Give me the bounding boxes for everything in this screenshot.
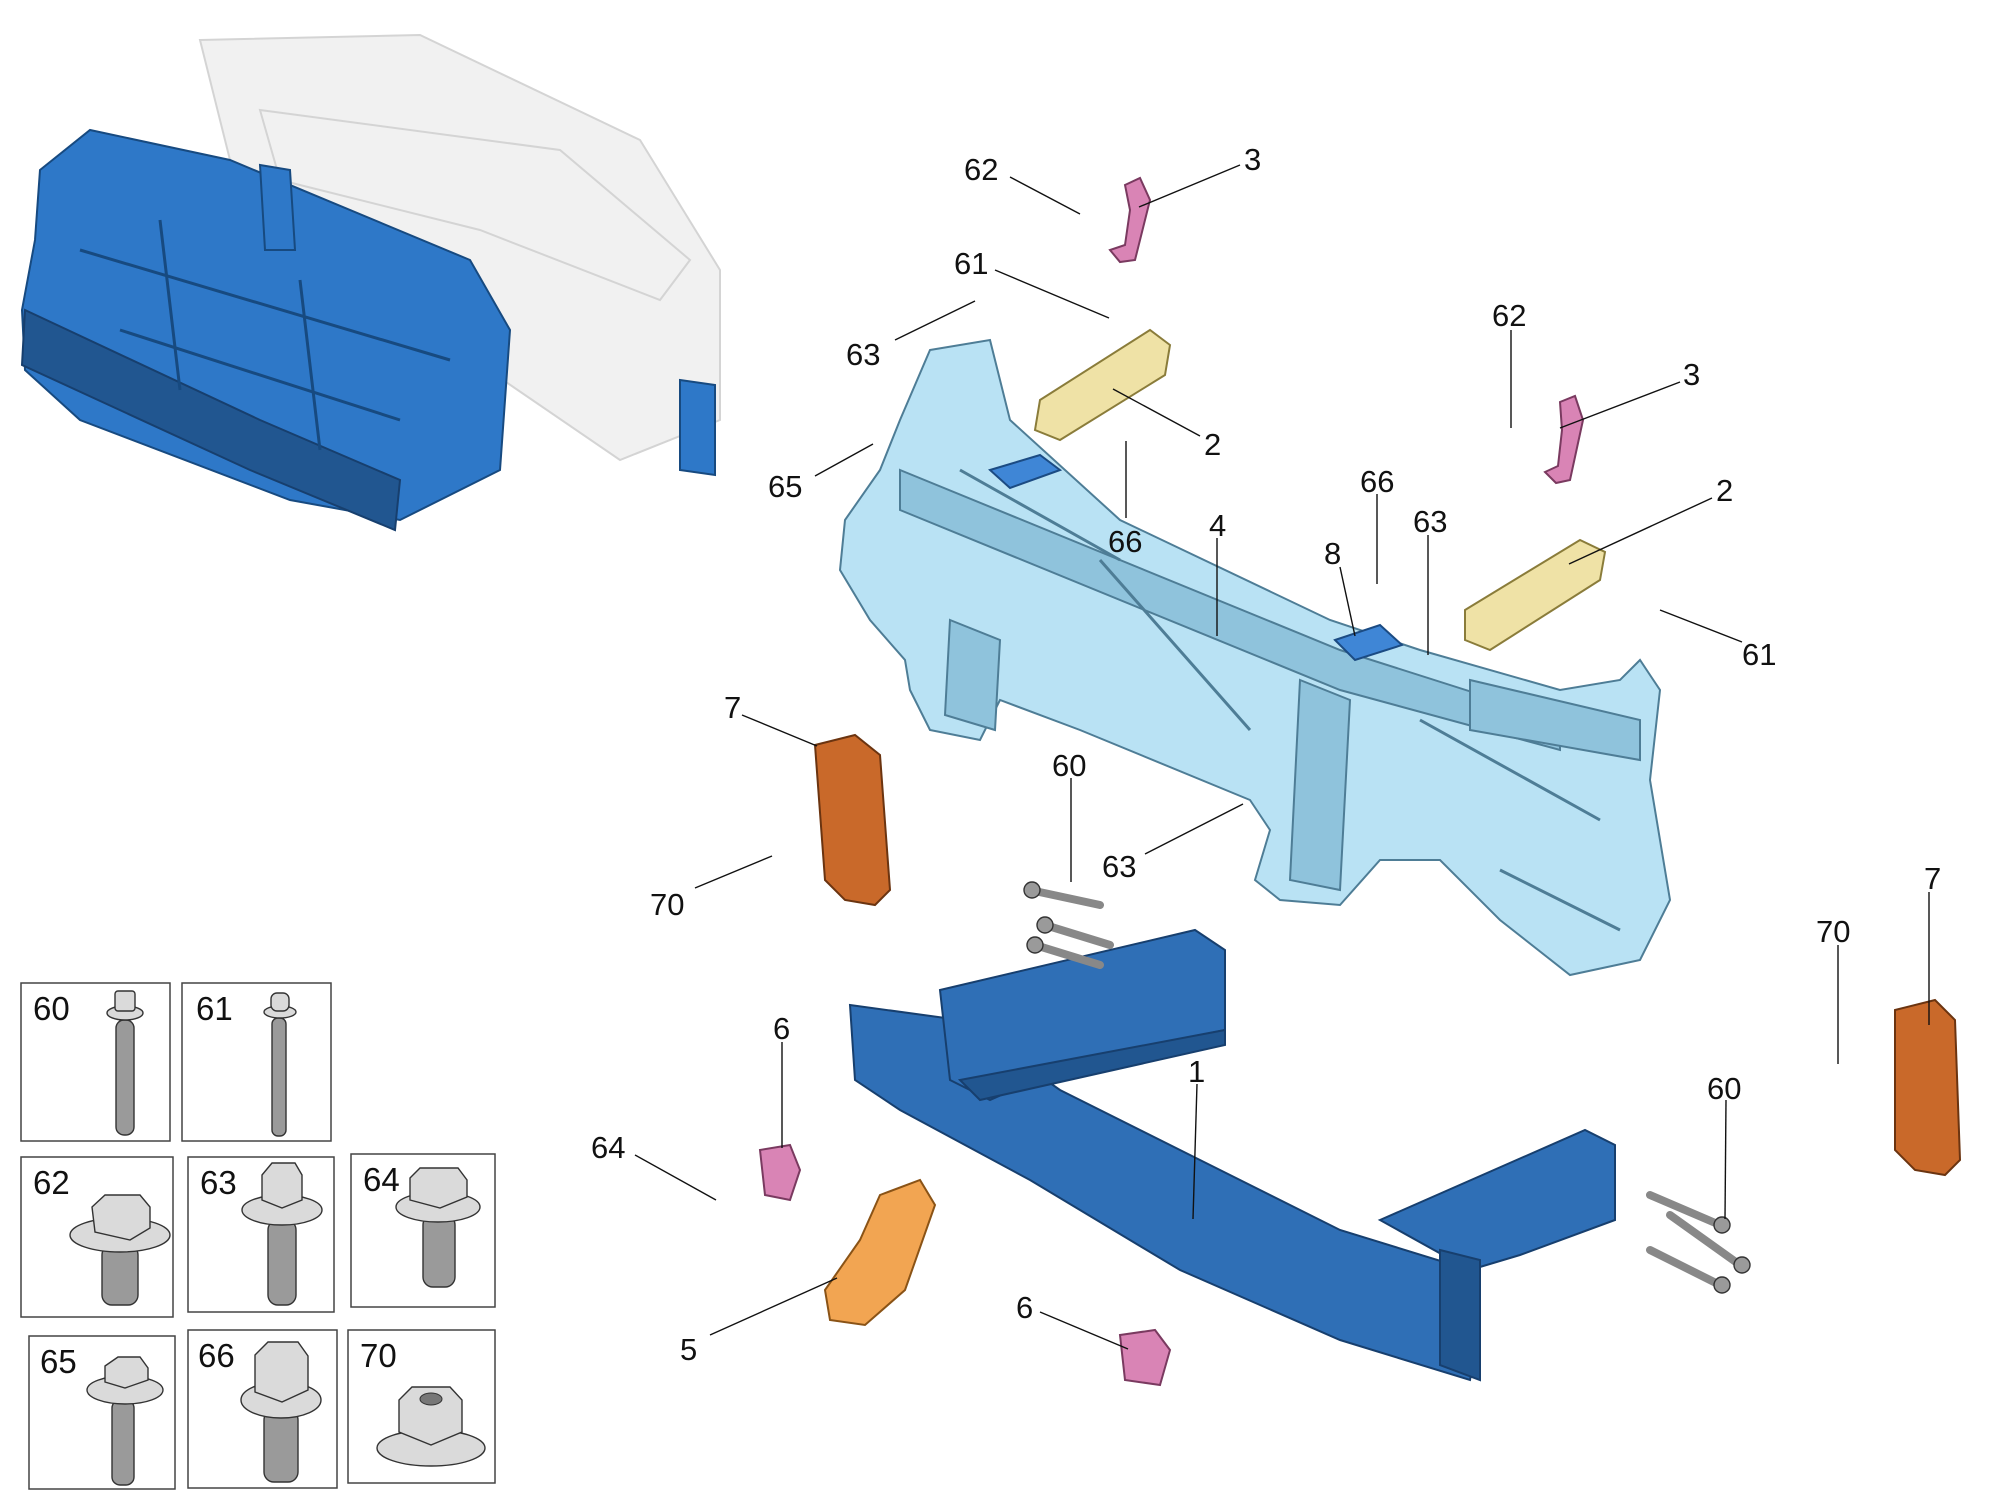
callout-63: 63: [846, 337, 880, 372]
latch-bracket-part-3-right: [1543, 394, 1585, 485]
fastener-inset-65: 65: [28, 1335, 176, 1490]
callout-62: 62: [1492, 298, 1526, 333]
callout-65: 65: [768, 469, 802, 504]
bracket-part-2-right: [1464, 538, 1607, 652]
callout-6: 6: [773, 1011, 790, 1046]
fastener-inset-63: 63: [187, 1156, 335, 1313]
callout-66: 66: [1108, 524, 1142, 559]
latch-bracket-part-3-left: [1108, 176, 1152, 264]
callout-3: 3: [1244, 142, 1261, 177]
callout-6: 6: [1016, 1290, 1033, 1325]
mounting-plate-part-8: [1333, 623, 1404, 662]
callout-3: 3: [1683, 357, 1700, 392]
callout-2: 2: [1716, 473, 1733, 508]
svg-text:62: 62: [33, 1164, 70, 1201]
callout-61: 61: [954, 246, 988, 281]
svg-text:66: 66: [198, 1337, 235, 1374]
callout-63: 63: [1413, 504, 1447, 539]
callout-70: 70: [650, 887, 684, 922]
bracket-part-7-right: [1894, 998, 1962, 1177]
callout-61: 61: [1742, 637, 1776, 672]
callout-60: 60: [1052, 748, 1086, 783]
callout-8: 8: [1324, 536, 1341, 571]
fastener-inset-61: 61: [181, 982, 332, 1142]
callout-labels: 62 3 61 63 2 65 66 62 3 2 66 63 8 4 61 7…: [591, 142, 1941, 1367]
leader-lines: [634, 164, 1930, 1350]
callout-66: 66: [1360, 464, 1394, 499]
svg-text:64: 64: [363, 1161, 400, 1198]
callout-7: 7: [1924, 861, 1941, 896]
bracket-part-6-upper: [758, 1143, 802, 1202]
bracket-part-5: [823, 1178, 937, 1327]
callout-64: 64: [591, 1130, 625, 1165]
fastener-inset-66: 66: [187, 1329, 338, 1489]
fastener-inset-70: 70: [347, 1329, 496, 1484]
bolts-part-60: [1023, 881, 1751, 1294]
bumper-beam-part-1: [848, 928, 1616, 1382]
callout-62: 62: [964, 152, 998, 187]
svg-text:60: 60: [33, 990, 70, 1027]
bracket-part-6-lower: [1118, 1328, 1172, 1387]
bracket-part-2-left: [1033, 328, 1172, 442]
svg-text:70: 70: [360, 1337, 397, 1374]
fastener-inset-62: 62: [20, 1156, 174, 1318]
callout-63: 63: [1102, 849, 1136, 884]
fastener-inset-64: 64: [350, 1153, 496, 1308]
svg-text:61: 61: [196, 990, 233, 1027]
fastener-inset-60: 60: [20, 982, 171, 1142]
callout-60: 60: [1707, 1071, 1741, 1106]
callout-70: 70: [1816, 914, 1850, 949]
vehicle-overview-thumbnail: [20, 33, 721, 532]
front-end-carrier-frame: [838, 338, 1672, 977]
svg-text:65: 65: [40, 1343, 77, 1380]
callout-7: 7: [724, 690, 741, 725]
mounting-plate-left: [988, 453, 1063, 490]
svg-text:63: 63: [200, 1164, 237, 1201]
callout-5: 5: [680, 1332, 697, 1367]
callout-4: 4: [1209, 508, 1226, 543]
callout-1: 1: [1188, 1054, 1205, 1089]
bracket-part-7-left: [813, 733, 892, 907]
callout-2: 2: [1204, 427, 1221, 462]
